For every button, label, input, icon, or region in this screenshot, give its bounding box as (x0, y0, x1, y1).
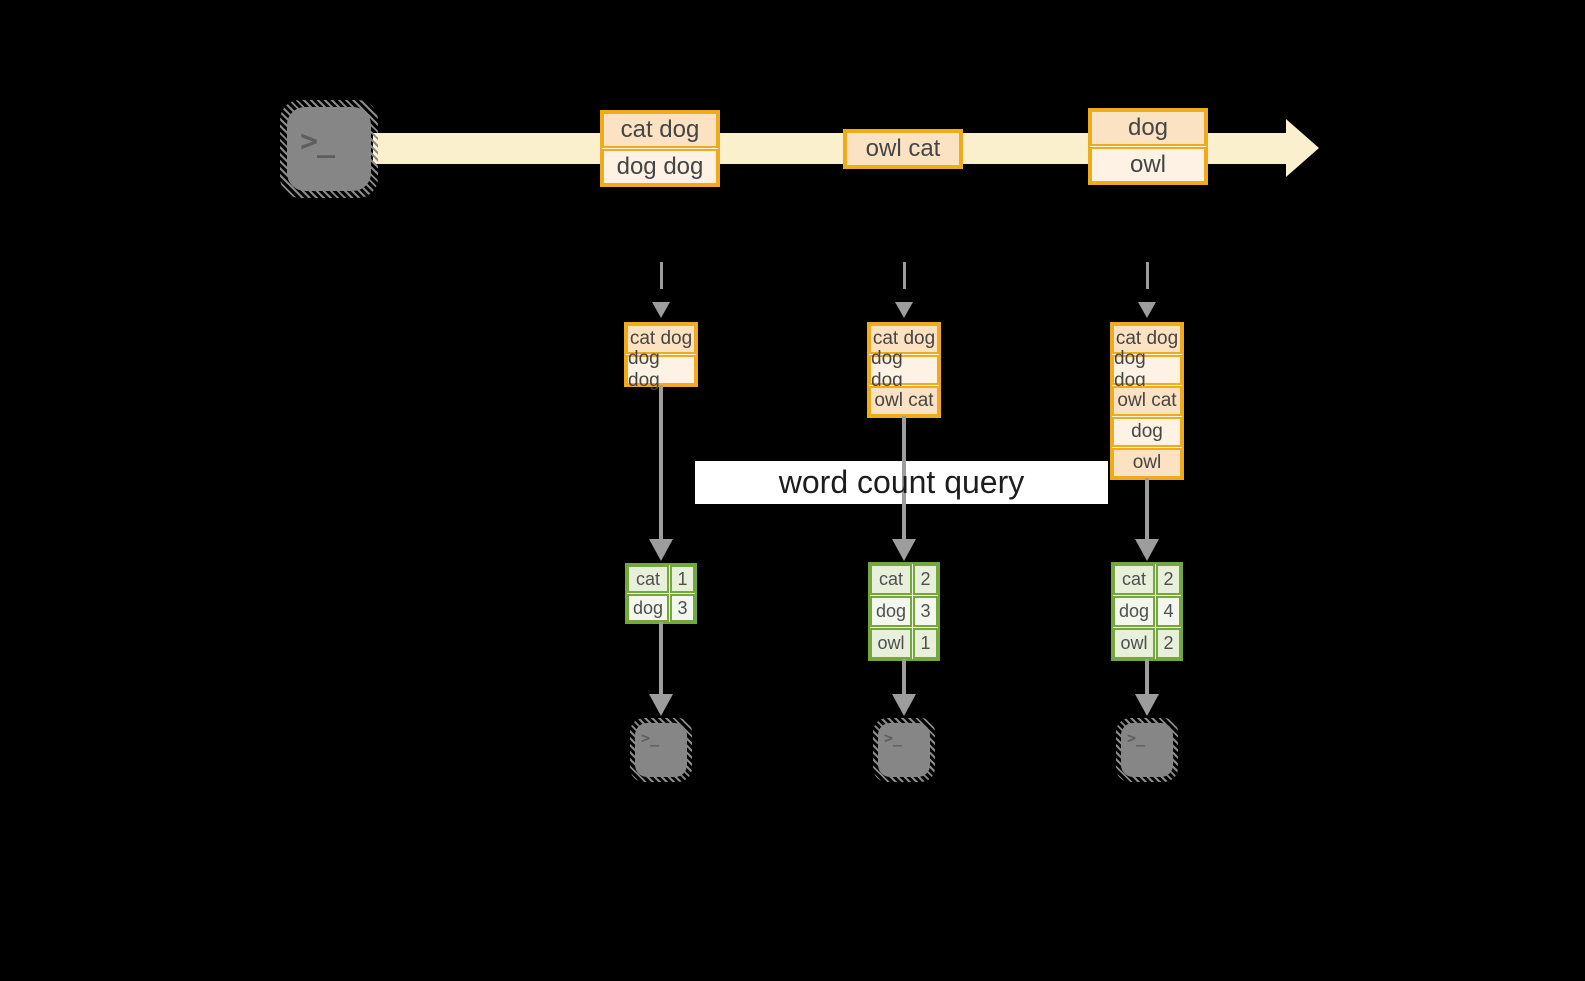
terminal-screen (878, 723, 930, 777)
batch-box: cat dog dog dog (624, 322, 698, 391)
terminal-screen (1121, 723, 1173, 777)
batch-row: cat dog (869, 324, 939, 354)
stream-event-box: owl cat (843, 129, 963, 169)
count-word-cell: dog (870, 596, 912, 627)
stream-arrowhead-icon (1286, 119, 1319, 177)
query-label-text: word count query (778, 464, 1025, 500)
stream-event-cell: owl cat (845, 131, 961, 167)
flow-arrow-head-icon (1135, 694, 1159, 716)
count-word-cell: cat (1113, 564, 1155, 595)
count-word-cell: cat (627, 565, 669, 593)
terminal-icon: >_ (280, 100, 378, 198)
terminal-icon: >_ (630, 718, 692, 782)
count-table: cat 1 dog 3 (625, 563, 697, 624)
terminal-icon: >_ (1116, 718, 1178, 782)
count-table: cat 2 dog 4 owl 2 (1111, 562, 1183, 661)
flow-arrow-line (659, 622, 663, 694)
count-word-cell: owl (870, 628, 912, 659)
count-value-cell: 2 (1156, 628, 1181, 659)
stream-event-box: dog owl (1088, 108, 1208, 185)
terminal-prompt-glyph: >_ (641, 729, 660, 747)
count-value-cell: 2 (1156, 564, 1181, 595)
batch-row: owl (1112, 448, 1182, 478)
dashed-arrow-line (903, 262, 906, 289)
count-value-cell: 2 (913, 564, 938, 595)
flow-arrow-head-icon (649, 694, 673, 716)
count-word-cell: dog (1113, 596, 1155, 627)
flow-arrow-head-icon (892, 539, 916, 561)
stream-event-cell: cat dog (602, 112, 718, 148)
flow-arrow-head-icon (892, 694, 916, 716)
batch-row: owl cat (869, 386, 939, 416)
count-value-cell: 3 (913, 596, 938, 627)
flow-arrow-line (1145, 659, 1149, 694)
dashed-arrow-head-icon (1138, 302, 1156, 318)
count-word-cell: owl (1113, 628, 1155, 659)
query-label: word count query (695, 461, 1108, 504)
flow-arrow-line (902, 416, 906, 539)
count-word-cell: cat (870, 564, 912, 595)
dashed-arrow-head-icon (652, 302, 670, 318)
count-value-cell: 1 (670, 565, 695, 593)
batch-row: dog dog (1112, 348, 1182, 391)
batch-row: dog dog (626, 348, 696, 391)
count-table: cat 2 dog 3 owl 1 (868, 562, 940, 661)
flow-arrow-line (902, 659, 906, 694)
stream-event-cell: dog (1090, 110, 1206, 146)
count-word-cell: dog (627, 594, 669, 622)
batch-row: owl cat (1112, 386, 1182, 416)
flow-arrow-line (659, 385, 663, 539)
terminal-icon: >_ (873, 718, 935, 782)
flow-arrow-head-icon (1135, 539, 1159, 561)
batch-box: cat dog dog dog owl cat (867, 322, 941, 418)
count-value-cell: 3 (670, 594, 695, 622)
batch-row: dog dog (869, 348, 939, 391)
batch-row: cat dog (626, 324, 696, 354)
batch-row: cat dog (1112, 324, 1182, 354)
terminal-prompt-glyph: >_ (300, 124, 335, 159)
batch-row: dog (1112, 417, 1182, 447)
stream-event-cell: owl (1090, 147, 1206, 183)
dashed-arrow-line (1146, 262, 1149, 289)
count-value-cell: 1 (913, 628, 938, 659)
count-value-cell: 4 (1156, 596, 1181, 627)
dashed-arrow-line (660, 262, 663, 289)
flow-arrow-head-icon (649, 539, 673, 561)
terminal-prompt-glyph: >_ (884, 729, 903, 747)
flow-arrow-line (1145, 478, 1149, 539)
terminal-prompt-glyph: >_ (1127, 729, 1146, 747)
dashed-arrow-head-icon (895, 302, 913, 318)
batch-box: cat dog dog dog owl cat dog owl (1110, 322, 1184, 480)
stream-event-box: cat dog dog dog (600, 110, 720, 187)
terminal-screen (287, 107, 371, 191)
terminal-screen (635, 723, 687, 777)
stream-event-cell: dog dog (602, 149, 718, 185)
